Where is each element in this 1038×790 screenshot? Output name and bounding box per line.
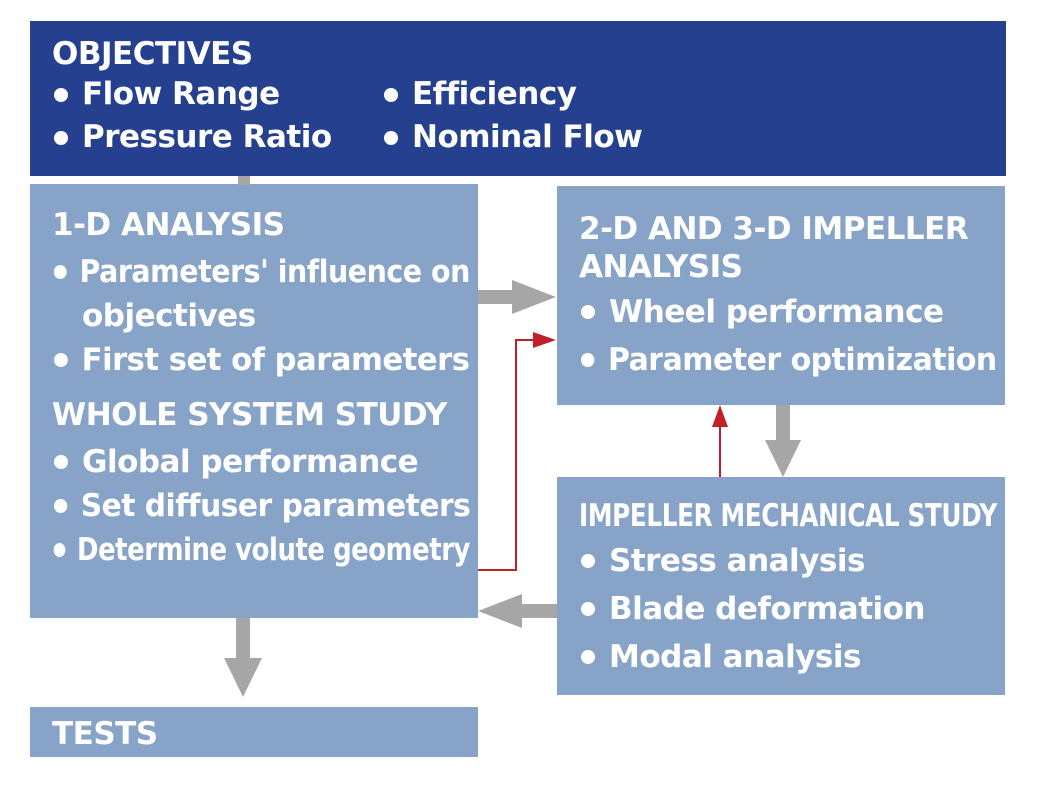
objective-flow-range: Flow Range (82, 76, 280, 112)
mechanical-study-item: Blade deformation (579, 587, 983, 631)
bullet-icon (53, 353, 68, 367)
item-text: Blade deformation (609, 591, 926, 627)
item-text: Set diffuser parameters (80, 488, 471, 524)
objectives-box: OBJECTIVES Flow Range Efficiency Pressur… (30, 21, 1006, 176)
arrow-mechanical-to-analysis (478, 594, 557, 628)
analysis-1d-item: First set of parameters (52, 338, 470, 382)
bullet-icon (581, 602, 595, 616)
impeller-analysis-box: 2-D AND 3-D IMPELLER ANALYSIS Wheel perf… (557, 186, 1005, 405)
bullet-icon (384, 88, 398, 102)
whole-system-item: Determine volute geometry (52, 528, 470, 572)
arrow-impeller-to-mechanical (765, 405, 801, 477)
objective-item: Efficiency (382, 73, 577, 116)
bullet-icon (384, 131, 398, 145)
objective-item: Pressure Ratio (52, 116, 382, 159)
red-feedback-arrow-mechanical (712, 405, 728, 477)
objectives-title: OBJECTIVES (52, 36, 253, 72)
objective-pressure-ratio: Pressure Ratio (82, 119, 332, 155)
red-feedback-arrow-volute (478, 332, 556, 571)
bullet-icon (54, 455, 68, 469)
arrow-analysis-to-impeller (478, 280, 556, 314)
bullet-icon (54, 131, 68, 145)
bullet-icon (53, 265, 67, 279)
item-text: Parameters' influence on (79, 254, 471, 290)
whole-system-title: WHOLE SYSTEM STUDY (52, 397, 447, 433)
objective-item: Flow Range (52, 73, 382, 116)
item-text: Global performance (82, 444, 419, 480)
tests-box: TESTS (30, 707, 478, 757)
impeller-analysis-title: 2-D AND 3-D IMPELLER (579, 211, 969, 247)
objective-nominal-flow: Nominal Flow (412, 119, 643, 155)
bullet-icon (581, 554, 595, 568)
mechanical-study-item: Modal analysis (579, 635, 983, 679)
bullet-icon (53, 499, 68, 513)
impeller-analysis-title-line2: ANALYSIS (579, 249, 743, 285)
item-text: Parameter optimization (607, 342, 997, 378)
analysis-1d-item: Parameters' influence on (52, 250, 470, 294)
item-text: Determine volute geometry (77, 532, 471, 568)
mechanical-study-title: IMPELLER MECHANICAL STUDY (579, 498, 998, 534)
analysis-1d-title: 1-D ANALYSIS (52, 207, 285, 243)
item-text: Stress analysis (609, 543, 865, 579)
arrow-analysis-to-tests (224, 618, 262, 697)
whole-system-item: Set diffuser parameters (52, 484, 471, 528)
bullet-icon (581, 305, 595, 319)
item-text: Wheel performance (609, 294, 944, 330)
objective-item: Nominal Flow (382, 116, 643, 159)
impeller-analysis-item: Wheel performance (579, 290, 983, 334)
bullet-icon (581, 650, 595, 664)
whole-system-item: Global performance (52, 440, 456, 484)
bullet-icon (580, 353, 595, 367)
mechanical-study-box: IMPELLER MECHANICAL STUDY Stress analysi… (557, 477, 1005, 695)
item-text: Modal analysis (609, 639, 861, 675)
bullet-icon (53, 543, 66, 557)
analysis-1d-box: 1-D ANALYSIS Parameters' influence on ob… (30, 184, 478, 618)
mechanical-study-item: Stress analysis (579, 539, 983, 583)
item-text: First set of parameters (81, 342, 470, 378)
item-text: objectives (82, 298, 256, 334)
objective-efficiency: Efficiency (412, 76, 577, 112)
analysis-1d-item-continuation: objectives (52, 294, 456, 338)
tests-title: TESTS (52, 716, 158, 752)
bullet-icon (54, 88, 68, 102)
impeller-analysis-item: Parameter optimization (579, 338, 997, 382)
